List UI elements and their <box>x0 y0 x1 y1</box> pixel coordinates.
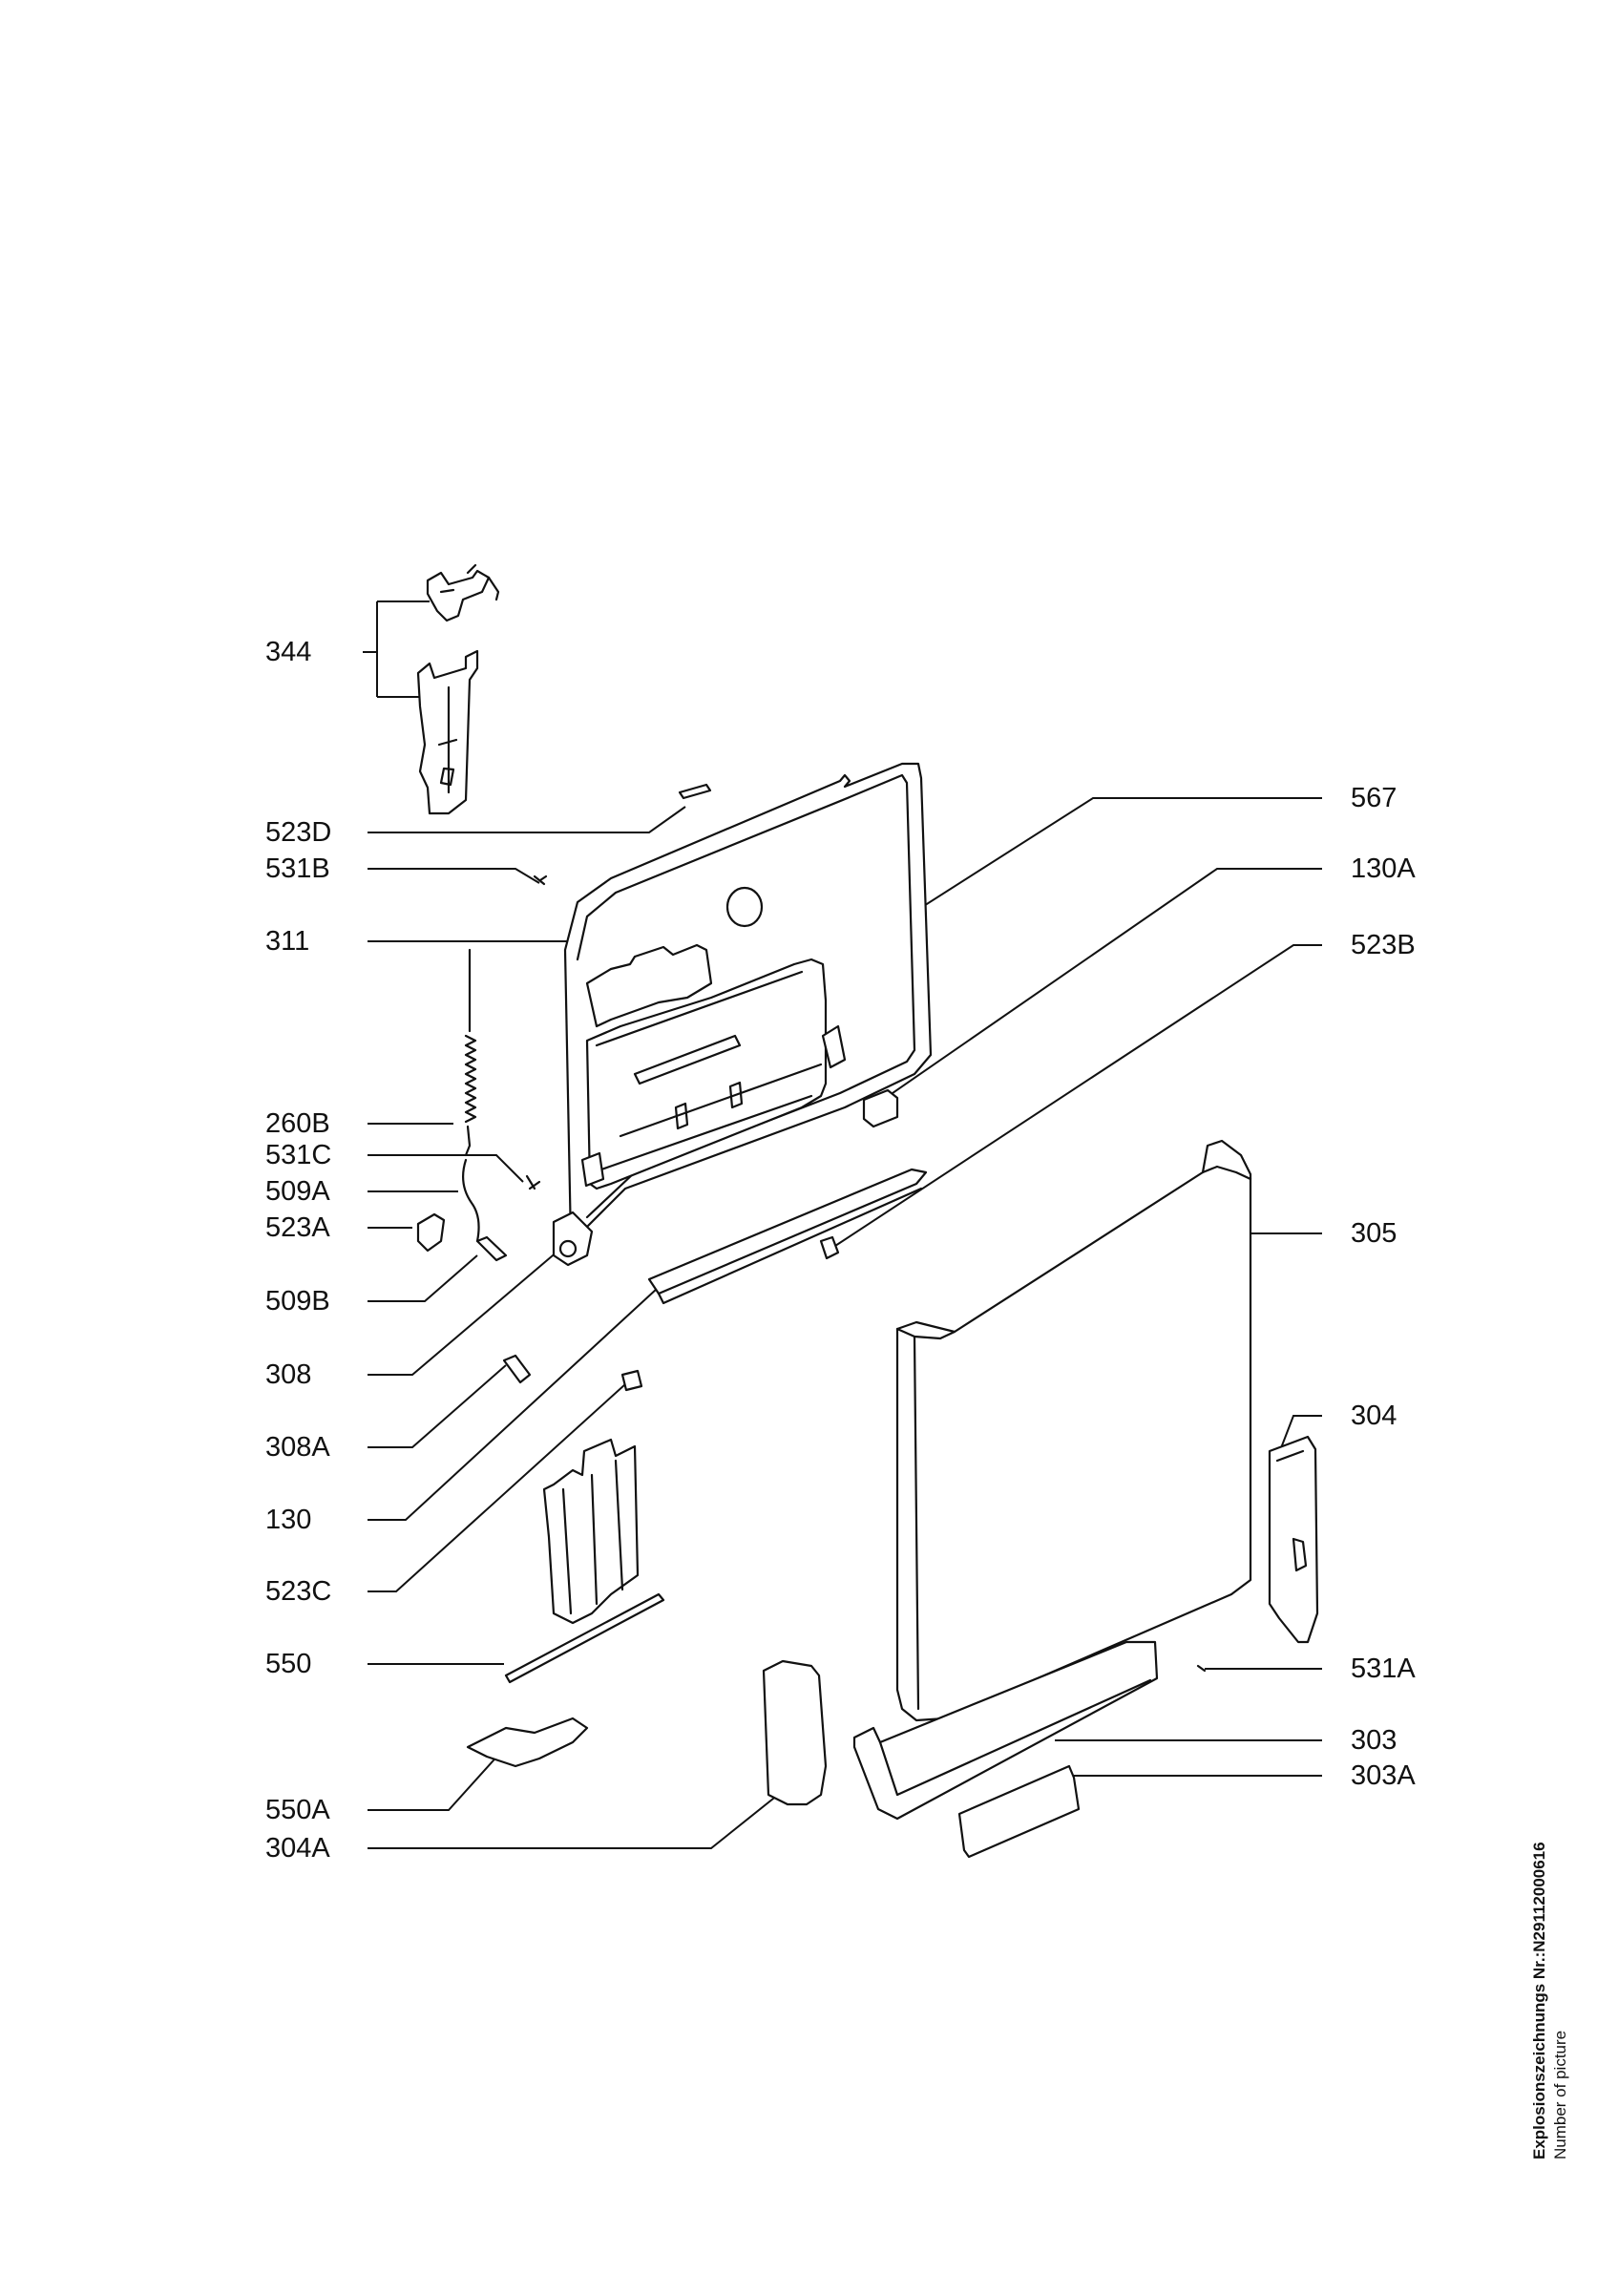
part-523B <box>819 1235 840 1260</box>
label-303: 303 <box>1351 1725 1397 1756</box>
label-531A: 531A <box>1351 1654 1416 1684</box>
label-308A: 308A <box>265 1432 330 1463</box>
label-523D: 523D <box>265 817 332 848</box>
label-531C: 531C <box>265 1140 332 1170</box>
label-567: 567 <box>1351 783 1397 813</box>
part-531B <box>533 874 548 886</box>
part-509B <box>475 1235 508 1262</box>
label-531B: 531B <box>265 853 330 884</box>
label-509A: 509A <box>265 1176 330 1207</box>
part-303A <box>957 1764 1081 1859</box>
part-523A <box>416 1212 446 1253</box>
part-130A <box>862 1088 899 1128</box>
leader-lines-right <box>734 797 1322 1777</box>
part-304A-panel <box>762 1659 828 1806</box>
label-509B: 509B <box>265 1286 330 1317</box>
part-523C <box>620 1369 643 1392</box>
drawing-number-block: Explosionszeichnungs Nr.:N29112000616 Nu… <box>1529 1797 1571 2159</box>
part-509A-cable <box>461 1158 480 1243</box>
label-523B: 523B <box>1351 930 1416 960</box>
label-260B: 260B <box>265 1108 330 1139</box>
label-308: 308 <box>265 1359 312 1390</box>
label-523C: 523C <box>265 1576 332 1607</box>
part-308A <box>502 1354 532 1384</box>
part-344-hinge <box>416 563 500 815</box>
label-130A: 130A <box>1351 853 1416 884</box>
label-550: 550 <box>265 1649 312 1679</box>
label-304A: 304A <box>265 1833 330 1864</box>
leader-lines-left <box>363 600 779 1849</box>
label-550A: 550A <box>265 1795 330 1825</box>
drawing-number: Explosionszeichnungs Nr.:N29112000616 <box>1530 1842 1548 2159</box>
part-550-rack <box>504 1438 665 1684</box>
part-304-bracket <box>1268 1435 1319 1644</box>
label-311: 311 <box>265 926 310 957</box>
label-304: 304 <box>1351 1401 1397 1431</box>
part-260B-spring <box>464 948 477 1157</box>
part-130-rail <box>647 1168 928 1305</box>
part-531C <box>525 1174 541 1190</box>
part-303-kickplate <box>852 1640 1159 1821</box>
label-303A: 303A <box>1351 1760 1416 1791</box>
number-of-picture: Number of picture <box>1551 2030 1569 2159</box>
label-523A: 523A <box>265 1212 330 1243</box>
label-130: 130 <box>265 1505 312 1535</box>
part-531A <box>1196 1664 1207 1673</box>
part-311-inner-door <box>552 762 933 1267</box>
part-305-outer-door <box>895 1139 1252 1722</box>
label-344: 344 <box>265 637 312 667</box>
part-523D <box>678 783 712 800</box>
label-305: 305 <box>1351 1218 1397 1249</box>
part-550A <box>466 1717 589 1768</box>
